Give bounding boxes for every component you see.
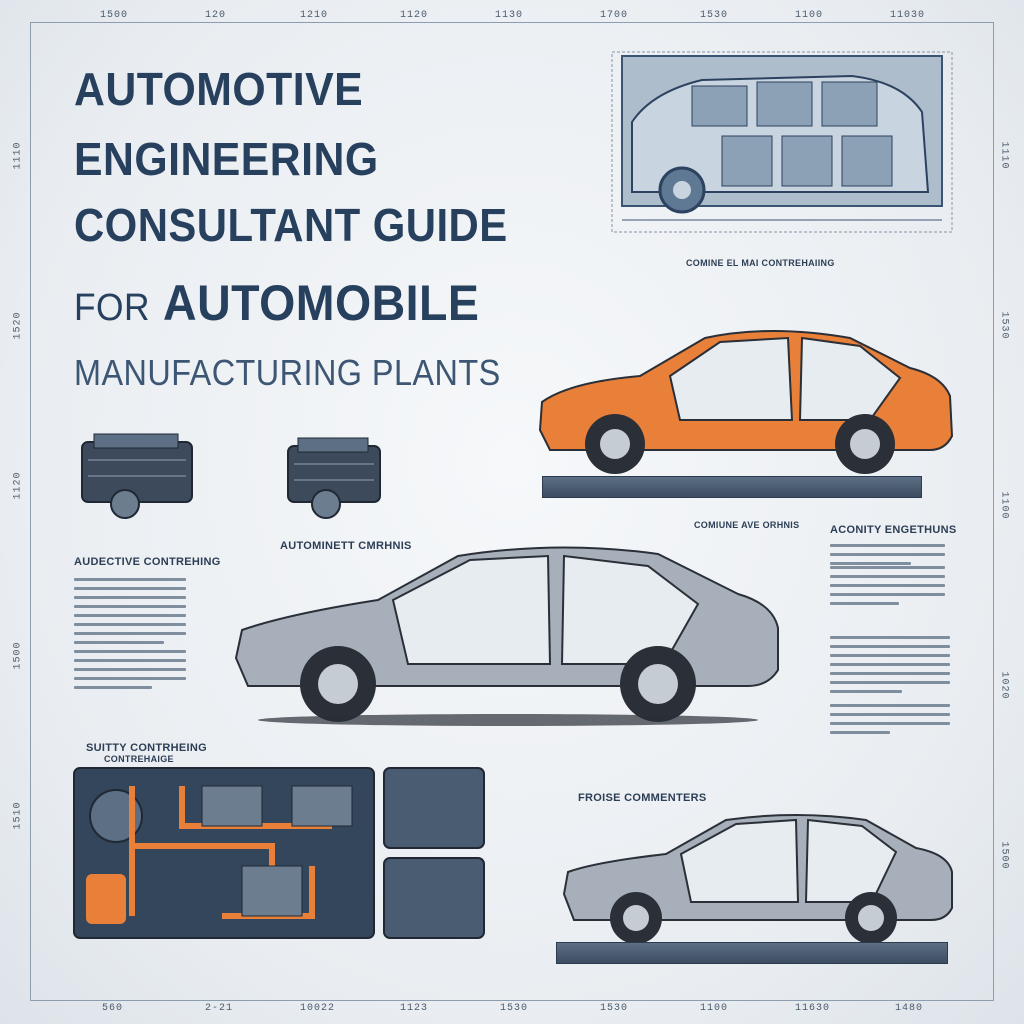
engine-right-icon	[287, 437, 381, 519]
ruler-top-6: 1700	[600, 10, 629, 21]
title-line-4: FOR AUTOMOBILE	[74, 274, 479, 332]
ruler-top-7: 1530	[700, 10, 729, 21]
ruler-right-1: 1110	[998, 141, 1010, 170]
frame-left	[30, 22, 31, 1000]
title-line-2: ENGINEERING	[74, 133, 379, 185]
ruler-left-1: 1110	[12, 141, 24, 170]
title-line-4-main: AUTOMOBILE	[163, 275, 480, 331]
ruler-bottom-4: 1123	[400, 1003, 429, 1014]
ruler-bottom-2: 2-21	[205, 1003, 234, 1014]
ruler-top-8: 1100	[795, 10, 824, 21]
ruler-right-2: 1530	[998, 311, 1010, 340]
callout-top-label: COMINE EL MAI CONTREHAIING	[686, 258, 835, 268]
ruler-left-3: 1120	[12, 471, 24, 500]
callout-right-label: ACONITY ENGETHUNS	[830, 524, 957, 536]
ruler-top-4: 1120	[400, 10, 429, 21]
right-text-block-4	[830, 704, 950, 740]
ruler-top-9: 11030	[890, 10, 926, 21]
ruler-bottom-5: 1530	[500, 1003, 529, 1014]
safety-sublabel: CONTREHAIGE	[104, 754, 174, 764]
bottom-right-label: FROISE COMMENTERS	[578, 792, 707, 804]
ruler-bottom-6: 1530	[600, 1003, 629, 1014]
left-text-block	[74, 578, 186, 650]
ruler-left-5: 1510	[12, 801, 24, 830]
ruler-top-3: 1210	[300, 10, 329, 21]
frame-right	[993, 22, 994, 1000]
ruler-bottom-8: 11630	[795, 1003, 831, 1014]
right-text-block	[830, 544, 945, 571]
grey-car-bottom	[562, 814, 953, 944]
grey-car-center	[234, 546, 779, 726]
engine-left-label: AUDECTIVE CONTREHING	[74, 556, 221, 568]
engine-left-icon	[81, 433, 193, 519]
right-text-block-2	[830, 566, 945, 611]
callout-mid-label: COMIUNE AVE ORHNIS	[694, 520, 800, 530]
safety-label: SUITTY CONTRHEING	[86, 742, 208, 754]
title-line-1: AUTOMOTIVE	[74, 63, 364, 115]
engine-right-label: AUTOMINETT CMRHNIS	[280, 540, 412, 552]
ruler-right-3: 1100	[998, 491, 1010, 520]
left-text-block-2	[74, 650, 186, 695]
grey-car-platform	[556, 942, 948, 964]
orange-car	[538, 330, 954, 474]
ruler-bottom-7: 1100	[700, 1003, 729, 1014]
ruler-top-2: 120	[205, 10, 227, 21]
ruler-right-5: 1500	[998, 841, 1010, 870]
frame-bottom	[30, 1000, 994, 1001]
blueprint-panel	[611, 51, 953, 233]
ruler-bottom-1: 560	[102, 1003, 124, 1014]
engine-schematic	[73, 767, 485, 939]
title-line-5: MANUFACTURING PLANTS	[74, 352, 501, 393]
frame-top	[30, 22, 994, 23]
title-line-4-prefix: FOR	[74, 287, 150, 329]
ruler-right-4: 1020	[998, 671, 1010, 700]
title-line-3: CONSULTANT GUIDE	[74, 199, 508, 251]
ruler-left-4: 1500	[12, 641, 24, 670]
ruler-top-1: 1500	[100, 10, 129, 21]
ruler-bottom-9: 1480	[895, 1003, 924, 1014]
right-text-block-3	[830, 636, 950, 699]
ruler-bottom-3: 10022	[300, 1003, 336, 1014]
ruler-left-2: 1520	[12, 311, 24, 340]
orange-car-platform	[542, 476, 922, 498]
ruler-top-5: 1130	[495, 10, 524, 21]
